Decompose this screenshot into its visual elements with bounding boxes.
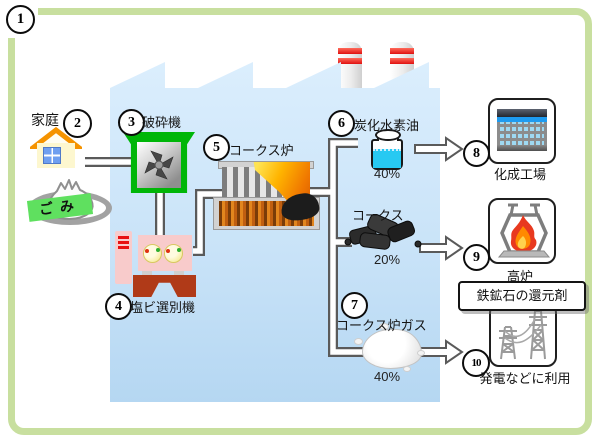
- step-7-badge: 7: [341, 292, 368, 319]
- house-window: [43, 147, 61, 164]
- sorter-foot: [174, 271, 184, 277]
- step-5-badge: 5: [203, 134, 230, 161]
- factory-building-icon: [497, 109, 547, 151]
- building-stripe: [497, 117, 547, 122]
- fan-blades-icon: [144, 150, 174, 180]
- building-roof: [497, 109, 547, 117]
- gas-speck: [417, 350, 425, 356]
- transmission-tower-icon: [499, 310, 547, 360]
- shredder-fan-icon: [123, 132, 195, 193]
- step-4-badge: 4: [105, 293, 132, 320]
- sorter-dial: [143, 244, 162, 263]
- blast-furnace-icon: [497, 203, 551, 258]
- diagram-frame: [8, 8, 592, 435]
- step-8-badge: 8: [463, 140, 490, 167]
- sorter-dial: [164, 244, 183, 263]
- coke-label: コークス: [352, 208, 404, 223]
- gas-speck: [354, 338, 363, 345]
- arrow-to-blast-furnace: [419, 235, 464, 261]
- arrow-to-power: [419, 339, 464, 365]
- sorter-stand: [133, 275, 196, 297]
- chimney-icon: [338, 42, 362, 88]
- oil-jar-icon: [371, 129, 403, 170]
- power-box: [489, 303, 557, 367]
- jar-liquid: [373, 149, 401, 168]
- garbage-bag-icon: ごみ: [26, 176, 116, 226]
- gas-share: 40%: [373, 369, 401, 384]
- gas-speck: [403, 366, 411, 372]
- sorter-foot: [142, 271, 152, 277]
- jar-lid: [375, 129, 401, 141]
- chemical-plant-box: [488, 98, 556, 164]
- chimney-stripe: [390, 58, 414, 64]
- crusher-box: [137, 142, 181, 188]
- crusher-label: 破砕機: [142, 115, 182, 130]
- oil-share: 40%: [373, 166, 401, 181]
- building-base: [497, 145, 547, 151]
- step-2-badge: 2: [63, 109, 92, 138]
- sorter-column: [115, 231, 132, 284]
- house-icon: [30, 126, 82, 170]
- blast-furnace-label: 高炉: [506, 269, 533, 284]
- chimney-stripe: [338, 58, 362, 64]
- pvc-sorter-label: 塩ビ選別機: [130, 300, 196, 315]
- chimney-stripe: [338, 48, 362, 54]
- step-1-badge: 1: [6, 5, 35, 34]
- power-label: 発電などに利用: [479, 371, 571, 386]
- coke-share: 20%: [373, 252, 401, 267]
- step-3-badge: 3: [118, 109, 145, 136]
- gas-cloud-icon: [354, 323, 425, 372]
- gas-speck: [379, 323, 389, 330]
- step-6-badge: 6: [328, 110, 355, 137]
- coke-oven-icon: [213, 161, 321, 230]
- arrow-to-chemical-plant: [414, 136, 464, 162]
- coke-oven-label: コークス炉: [229, 143, 294, 158]
- gas-label: コークス炉ガス: [336, 318, 427, 333]
- step-10-badge: 10: [462, 349, 490, 377]
- sorter-body: [138, 235, 192, 271]
- step-9-badge: 9: [463, 244, 490, 271]
- coke-lumps-icon: [344, 214, 422, 250]
- chimney-stripe: [390, 48, 414, 54]
- blast-furnace-box: [488, 198, 556, 264]
- building-windows: [497, 122, 547, 145]
- oil-label: 炭化水素油: [354, 118, 420, 133]
- reducing-agent-note: 鉄鉱石の還元剤: [458, 281, 586, 311]
- sorting-machine-icon: [82, 228, 202, 298]
- chemical-plant-label: 化成工場: [493, 167, 546, 182]
- household-label: 家庭: [31, 112, 59, 128]
